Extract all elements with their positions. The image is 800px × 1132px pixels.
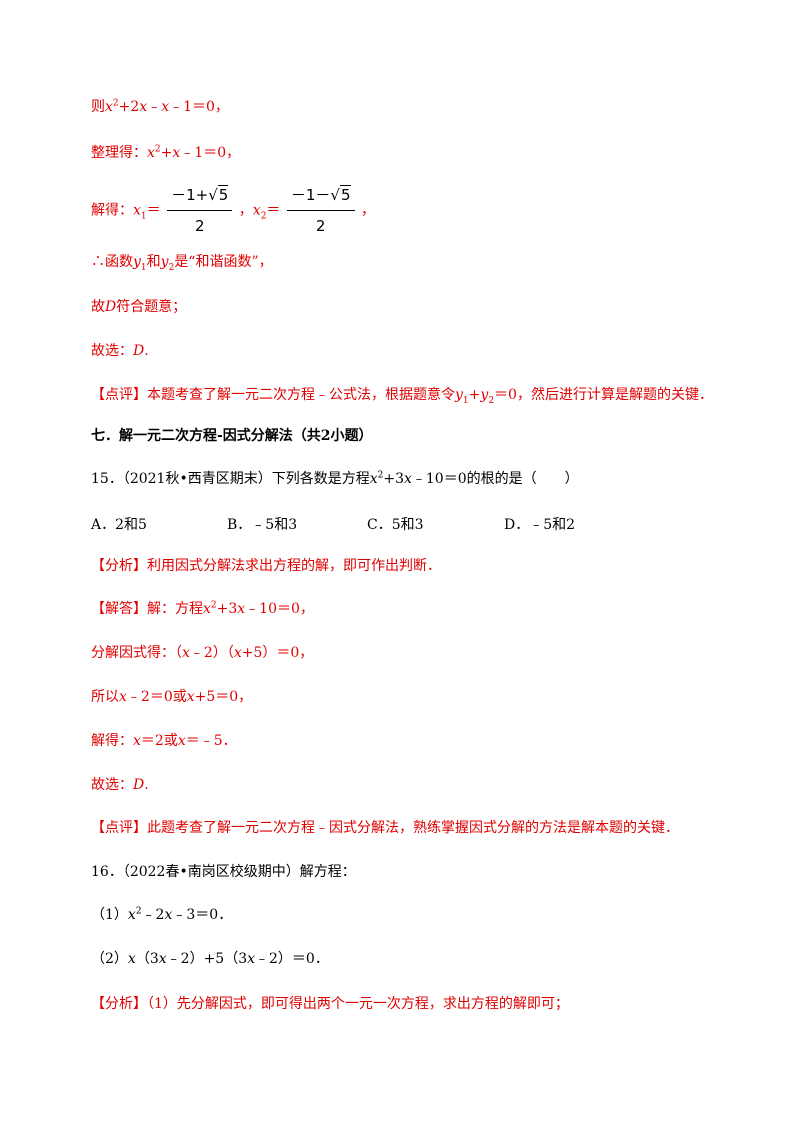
fraction-root-1: －1+√5 2: [167, 182, 233, 239]
section-heading: 七．解一元二次方程-因式分解法（共2小题）: [91, 428, 373, 444]
solution-roots-line: 解得：x1＝ －1+√5 2 ，x2＝ －1－√5 2 ，: [91, 182, 375, 239]
option-b: B．﹣5和3: [227, 517, 298, 533]
question-16-part-2: （2）x（3x﹣2）+5（3x﹣2）＝0．: [91, 951, 329, 967]
solution-line: ∴函数y1和y2是“和谐函数”，: [91, 254, 273, 273]
solution-line: 所以x﹣2＝0或x+5＝0，: [91, 689, 253, 705]
analysis-16: 【分析】（1）先分解因式，即可得出两个一元一次方程，求出方程的解即可；: [91, 996, 569, 1012]
solution-line: 则x2+2x﹣x﹣1＝0，: [91, 98, 229, 115]
question-16: 16．（2022春•南岗区校级期中）解方程：: [91, 864, 356, 880]
solution-line: 整理得：x2+x﹣1＝0，: [91, 144, 241, 161]
option-c: C．5和3: [367, 517, 424, 533]
option-d: D．﹣5和2: [504, 517, 576, 533]
question-15: 15．（2021秋•西青区期末）下列各数是方程x2+3x﹣10＝0的根的是（ ）: [91, 470, 579, 487]
solution-15: 【解答】解：方程x2+3x﹣10＝0，: [91, 600, 314, 617]
comment-15: 【点评】此题考查了解一元二次方程﹣因式分解法，熟练掌握因式分解的方法是解本题的关…: [91, 820, 679, 836]
solution-line: 分解因式得：（x﹣2）（x+5）＝0，: [91, 645, 314, 661]
solution-line: 故D符合题意；: [91, 299, 187, 315]
solution-line: 解得：x＝2或x＝﹣5．: [91, 733, 237, 749]
answer-choice-line: 故选：D.: [91, 777, 149, 793]
comment-line: 【点评】本题考查了解一元二次方程﹣公式法，根据题意令y1+y2＝0，然后进行计算…: [91, 387, 713, 406]
answer-choice-line: 故选：D.: [91, 343, 149, 359]
question-16-part-1: （1）x2﹣2x﹣3＝0．: [91, 906, 233, 923]
analysis-15: 【分析】利用因式分解法求出方程的解，即可作出判断．: [91, 558, 441, 574]
option-a: A．2和5: [91, 517, 147, 533]
fraction-root-2: －1－√5 2: [286, 182, 355, 239]
